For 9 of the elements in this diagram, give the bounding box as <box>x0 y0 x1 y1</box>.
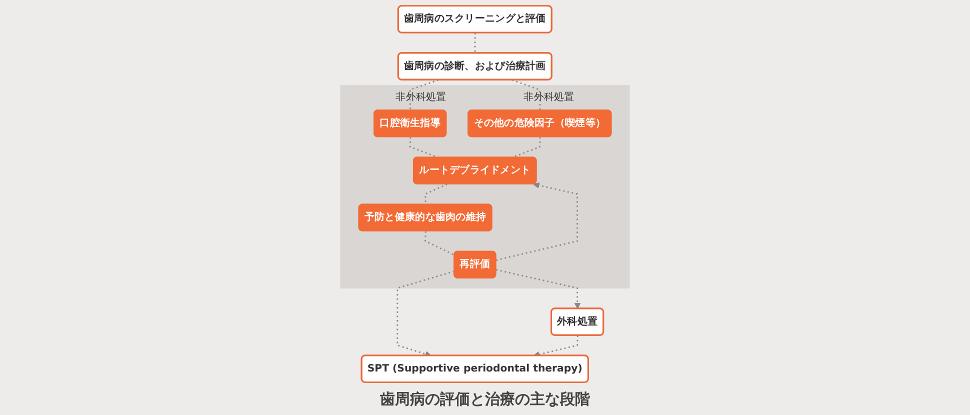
arrow <box>496 269 581 310</box>
connector <box>409 79 439 110</box>
connector <box>512 137 541 158</box>
connector <box>424 184 448 205</box>
connector <box>474 32 476 54</box>
arrow <box>496 182 578 261</box>
caption: 歯周病の評価と治療の主な段階 <box>380 389 590 410</box>
connector <box>424 231 455 256</box>
connector <box>512 79 541 110</box>
